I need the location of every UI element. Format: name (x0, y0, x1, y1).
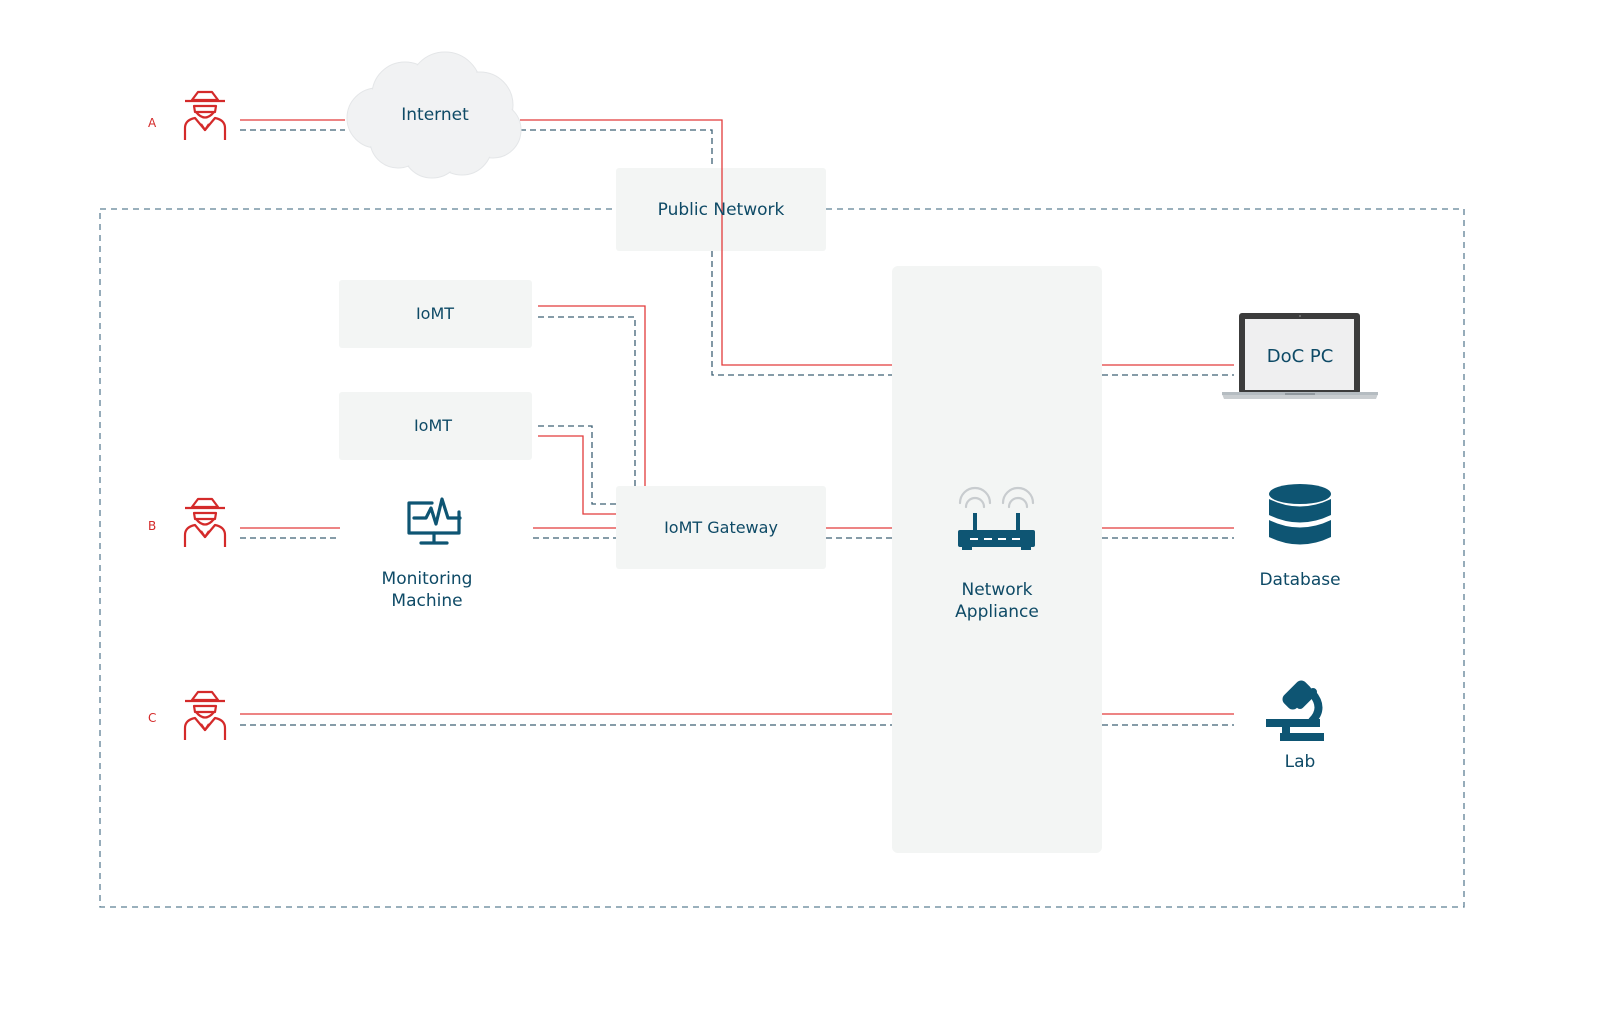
doc-pc-label: DoC PC (1267, 346, 1334, 367)
attack-path-internet-appliance (520, 119, 892, 366)
iomt-box-2 (339, 392, 532, 460)
iomt-box-1 (339, 280, 532, 348)
router-icon (958, 486, 1035, 550)
lab-label: Lab (1285, 752, 1316, 772)
monitor-pulse-icon (407, 497, 462, 545)
microscope-icon (1266, 680, 1324, 741)
secure-path-iomt1-gateway (538, 316, 636, 486)
database-label: Database (1259, 570, 1340, 590)
secure-path-iomt2-gateway (538, 425, 616, 505)
public-network-box (616, 168, 826, 251)
monitoring-label-line1: Monitoring (382, 569, 473, 589)
attacker-label-b: B (148, 519, 156, 533)
attacker-label-c: C (148, 711, 156, 725)
network-appliance-box (892, 266, 1102, 853)
database-icon (1269, 484, 1331, 545)
network-appliance-label-line1: Network (962, 580, 1033, 600)
hacker-icon (183, 90, 227, 140)
iomt-label-2: IoMT (414, 416, 452, 435)
secure-path-internet-public (520, 129, 713, 168)
iomt-gateway-box (616, 486, 826, 569)
secure-path-public-appliance (711, 251, 892, 376)
attacker-label-a: A (148, 116, 157, 130)
public-network-label: Public Network (658, 200, 785, 220)
internet-label: Internet (401, 105, 469, 125)
iomt-label-1: IoMT (416, 304, 454, 323)
attack-path-iomt2-gateway (538, 435, 616, 515)
hacker-icon (183, 497, 227, 547)
attacker-a (183, 90, 227, 140)
attack-path-iomt1-gateway (538, 305, 646, 486)
iomt-gateway-label: IoMT Gateway (664, 518, 778, 537)
attack-paths (240, 119, 1234, 715)
monitoring-label-line2: Machine (391, 591, 462, 611)
attacker-c (183, 690, 227, 740)
secure-paths (240, 129, 1234, 726)
laptop-icon (1222, 313, 1378, 399)
hacker-icon (183, 690, 227, 740)
attacker-b (183, 497, 227, 547)
network-appliance-label-line2: Appliance (955, 602, 1039, 622)
